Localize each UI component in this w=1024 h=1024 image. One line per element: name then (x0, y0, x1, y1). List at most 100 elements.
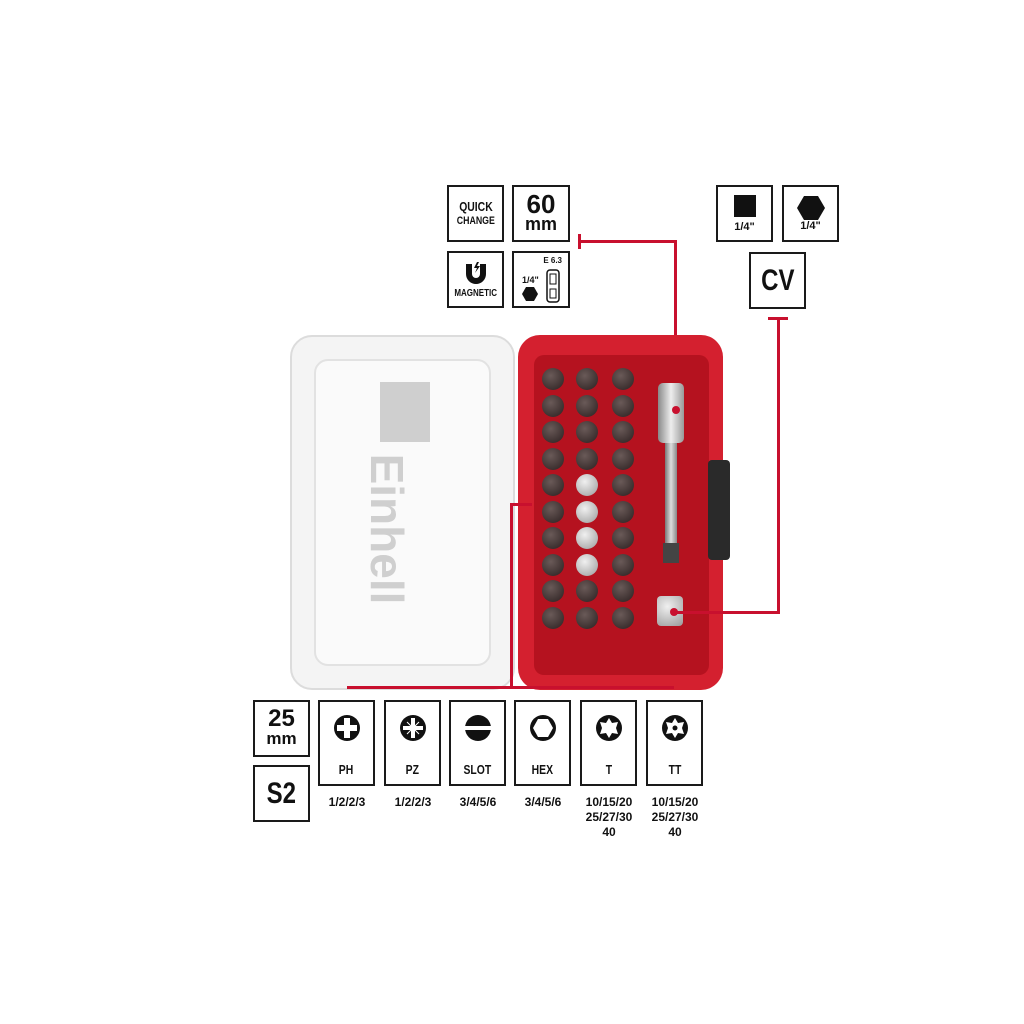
screwdriver-bit (612, 421, 634, 443)
hex-shank-icon (522, 287, 538, 301)
screwdriver-bit (542, 474, 564, 496)
screwdriver-bit (576, 368, 598, 390)
s2-label: S2 (266, 776, 297, 810)
screwdriver-bit (542, 500, 564, 523)
callout-line (676, 611, 780, 614)
bit-sizes: 1/2/2/3 (312, 795, 382, 810)
callout-line (578, 240, 677, 243)
holder-length-value: 60 (526, 188, 556, 219)
bit-size-line: 40 (668, 825, 682, 839)
screwdriver-bit (612, 606, 634, 629)
magnetic-badge: MAGNETIC (447, 251, 504, 308)
hexagon-icon (796, 195, 825, 220)
callout-line (510, 503, 532, 506)
screwdriver-bit (612, 368, 634, 390)
callout-line (777, 317, 780, 614)
square-drive-size: 1/4" (734, 220, 755, 233)
screwdriver-bit (612, 527, 634, 549)
holder-length-badge: 60 mm (512, 185, 570, 242)
callout-line (674, 240, 677, 412)
bit-type-label: PZ (405, 762, 420, 777)
pozidriv-icon (399, 715, 426, 741)
screwdriver-bit (576, 421, 598, 443)
callout-line (510, 503, 513, 689)
bit-type-slot: SLOT (449, 700, 506, 786)
torx-tamper-icon (661, 715, 688, 741)
magnetic-label: MAGNETIC (454, 288, 497, 299)
screwdriver-bit (576, 606, 598, 629)
screwdriver-bit (576, 527, 598, 549)
screwdriver-bit (576, 500, 598, 523)
bit-type-tt: TT (646, 700, 703, 786)
screwdriver-bit (612, 580, 634, 602)
screwdriver-bit (576, 447, 598, 470)
bit-type-hex: HEX (514, 700, 571, 786)
screwdriver-bit (612, 553, 634, 576)
screwdriver-bit (576, 474, 598, 496)
screwdriver-bit (542, 421, 564, 443)
screwdriver-bit (576, 553, 598, 576)
screwdriver-bit (542, 368, 564, 390)
bit-sizes: 1/2/2/3 (378, 795, 448, 810)
bit-sizes: 3/4/5/6 (443, 795, 513, 810)
quick-label: QUICK (458, 198, 493, 214)
change-label: CHANGE (456, 214, 495, 227)
bit-type-ph: PH (318, 700, 375, 786)
screwdriver-bit (576, 394, 598, 417)
cv-label: CV (760, 263, 795, 297)
callout-line (347, 686, 674, 689)
brand-logo (380, 382, 430, 442)
bit-length-value: 25 (268, 704, 295, 732)
case-lid: Einhell (290, 335, 515, 690)
cv-badge: CV (749, 252, 806, 309)
shank-profile-icon (546, 269, 560, 303)
shank-badge: E 6.3 1/4" (512, 251, 570, 308)
bit-type-label: T (605, 762, 612, 777)
shank-size: 1/4" (522, 275, 539, 285)
phillips-icon (333, 715, 360, 741)
screwdriver-bit (576, 580, 598, 602)
s2-badge: S2 (253, 765, 310, 822)
callout-dot (670, 608, 678, 616)
hex-drive-badge: 1/4" (782, 185, 839, 242)
magnet-icon (465, 262, 486, 284)
callout-dot (672, 406, 680, 414)
bit-sizes: 3/4/5/6 (508, 795, 578, 810)
bit-size-line: 25/27/30 (651, 810, 699, 824)
bit-type-label: SLOT (463, 762, 492, 777)
side-clip (708, 460, 730, 560)
screwdriver-bit (612, 500, 634, 523)
hex-icon (529, 715, 556, 741)
torx-icon (595, 715, 622, 741)
screwdriver-bit (542, 394, 564, 417)
bit-type-label: TT (668, 762, 681, 777)
screwdriver-bit (542, 606, 564, 629)
screwdriver-bit (542, 553, 564, 576)
bit-length-badge: 25 mm (253, 700, 310, 757)
screwdriver-bit (542, 527, 564, 549)
screwdriver-bit (612, 447, 634, 470)
square-drive-badge: 1/4" (716, 185, 773, 242)
bit-type-label: HEX (531, 762, 554, 777)
bit-size-line: 3/4/5/6 (524, 795, 562, 809)
bit-size-line: 1/2/2/3 (328, 795, 366, 809)
bit-size-line: 25/27/30 (585, 810, 633, 824)
quick-change-bit-holder (658, 383, 684, 563)
bit-type-pz: PZ (384, 700, 441, 786)
bit-size-line: 10/15/20 (585, 795, 633, 809)
bit-type-t: T (580, 700, 637, 786)
bit-type-label: PH (339, 762, 354, 777)
slot-icon (464, 715, 491, 741)
screwdriver-bit (542, 580, 564, 602)
bit-size-line: 40 (602, 825, 616, 839)
shank-standard: E 6.3 (543, 256, 562, 265)
holder-length-unit: mm (524, 213, 557, 234)
screwdriver-bit (612, 394, 634, 417)
screwdriver-bit (612, 474, 634, 496)
square-icon (733, 194, 756, 217)
bit-size-line: 10/15/20 (651, 795, 699, 809)
screwdriver-bit (542, 447, 564, 470)
bit-length-unit: mm (266, 728, 297, 748)
